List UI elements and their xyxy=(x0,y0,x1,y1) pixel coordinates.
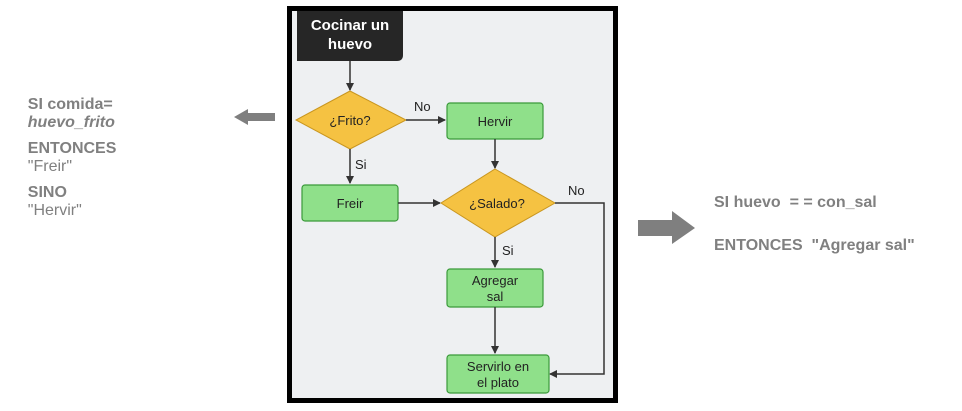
decision-salted-label: ¿Salado? xyxy=(469,196,525,211)
process-serve xyxy=(446,354,550,394)
right-rule-if: SI huevo = = con_sal xyxy=(714,194,877,211)
label-si-2: Si xyxy=(502,243,514,258)
left-else-value: "Hervir" xyxy=(27,202,82,219)
label-no-1: No xyxy=(414,99,431,114)
left-then-value: "Freir" xyxy=(27,158,73,175)
right-rule: SI huevo = = con_sal ENTONCES "Agregar s… xyxy=(714,194,915,254)
process-boil-label: Hervir xyxy=(478,114,513,129)
process-add-salt-line-2: sal xyxy=(487,289,504,304)
label-no-2: No xyxy=(568,183,585,198)
process-serve-line-1: Servirlo en xyxy=(467,359,529,374)
arrow-left-icon xyxy=(234,109,275,125)
left-then-keyword: ENTONCES xyxy=(27,140,117,157)
left-rule-if: SI comida= huevo_frito xyxy=(10,78,115,150)
left-if-value: huevo_frito xyxy=(27,114,115,131)
start-line-2: huevo xyxy=(328,36,372,53)
left-else-keyword: SINO xyxy=(27,184,67,201)
process-add-salt-line-1: Agregar xyxy=(472,273,519,288)
start-node xyxy=(297,11,403,61)
process-fry-label: Freir xyxy=(337,196,364,211)
start-line-1: Cocinar un xyxy=(311,17,389,34)
left-if-keyword: SI comida= xyxy=(27,96,113,113)
left-rule: SI comida= huevo_frito ENTONCES "Freir" … xyxy=(10,78,117,219)
left-rule-then: ENTONCES "Freir" xyxy=(10,122,117,194)
left-rule-else: SINO "Hervir" xyxy=(10,166,82,238)
flowchart-frame: Cocinar un huevo ¿Frito? No Hervir Si Fr… xyxy=(287,6,618,403)
connector-salted-serve xyxy=(549,202,605,378)
arrow-right-icon xyxy=(638,211,695,244)
flowchart: Cocinar un huevo ¿Frito? No Hervir Si Fr… xyxy=(292,11,613,398)
process-serve-line-2: el plato xyxy=(477,375,519,390)
right-rule-then: ENTONCES "Agregar sal" xyxy=(714,237,915,254)
label-si-1: Si xyxy=(355,157,367,172)
decision-fried-label: ¿Frito? xyxy=(329,113,370,128)
